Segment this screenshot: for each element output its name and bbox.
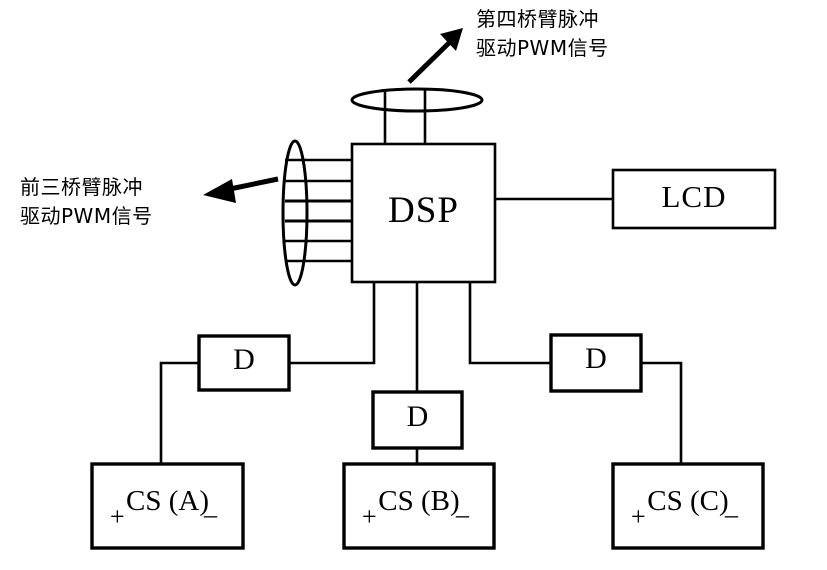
top-bus-ellipse bbox=[350, 87, 484, 113]
cs-a-label-group: CS (A) + _ bbox=[92, 464, 243, 548]
driver-left-block bbox=[197, 334, 291, 392]
cs-a-block bbox=[90, 462, 245, 550]
cs-a-minus-terminal: _ bbox=[204, 491, 217, 520]
cs-c-label: CS (C) bbox=[647, 485, 729, 517]
arrow-up-right-icon bbox=[407, 28, 463, 84]
annotation-line-2: 驱动PWM信号 bbox=[20, 204, 153, 228]
lcd-block-label: LCD bbox=[661, 179, 727, 214]
connector-driver-left-to-cs-a bbox=[159, 361, 199, 464]
cs-b-block bbox=[342, 462, 496, 550]
cs-c-block bbox=[611, 462, 765, 550]
driver-left-label: D bbox=[233, 343, 255, 376]
front-three-bridge-arm-pulse-annotation: 前三桥臂脉冲 驱动PWM信号 bbox=[20, 173, 153, 231]
driver-middle-block bbox=[371, 390, 464, 450]
annotation-line-1: 前三桥臂脉冲 bbox=[20, 175, 143, 199]
fourth-bridge-arm-pulse-annotation: 第四桥臂脉冲 驱动PWM信号 bbox=[476, 5, 609, 63]
driver-middle-label: D bbox=[406, 400, 429, 433]
cs-b-label-group: CS (B) + _ bbox=[344, 464, 494, 548]
driver-right-block bbox=[549, 333, 643, 393]
cs-c-label-group: CS (C) + _ bbox=[613, 464, 763, 548]
cs-a-plus-terminal: + bbox=[110, 502, 125, 531]
dsp-block-label: DSP bbox=[388, 190, 459, 231]
arrow-left-icon bbox=[203, 176, 279, 203]
connector-dsp-to-driver-right bbox=[468, 282, 551, 365]
cs-b-plus-terminal: + bbox=[362, 502, 377, 531]
left-bus-ellipse bbox=[281, 139, 309, 287]
cs-c-plus-terminal: + bbox=[631, 502, 646, 531]
annotation-line-2: 驱动PWM信号 bbox=[476, 36, 609, 60]
connector-driver-right-to-cs-c bbox=[641, 361, 683, 464]
cs-b-minus-terminal: _ bbox=[456, 491, 469, 520]
cs-c-minus-terminal: _ bbox=[725, 491, 738, 520]
annotation-line-1: 第四桥臂脉冲 bbox=[476, 7, 599, 31]
lcd-block bbox=[611, 168, 777, 230]
cs-b-label: CS (B) bbox=[378, 485, 460, 517]
cs-a-label: CS (A) bbox=[126, 485, 209, 517]
connector-dsp-to-driver-left bbox=[289, 282, 376, 365]
dsp-block bbox=[350, 142, 497, 284]
driver-right-label: D bbox=[585, 342, 607, 375]
